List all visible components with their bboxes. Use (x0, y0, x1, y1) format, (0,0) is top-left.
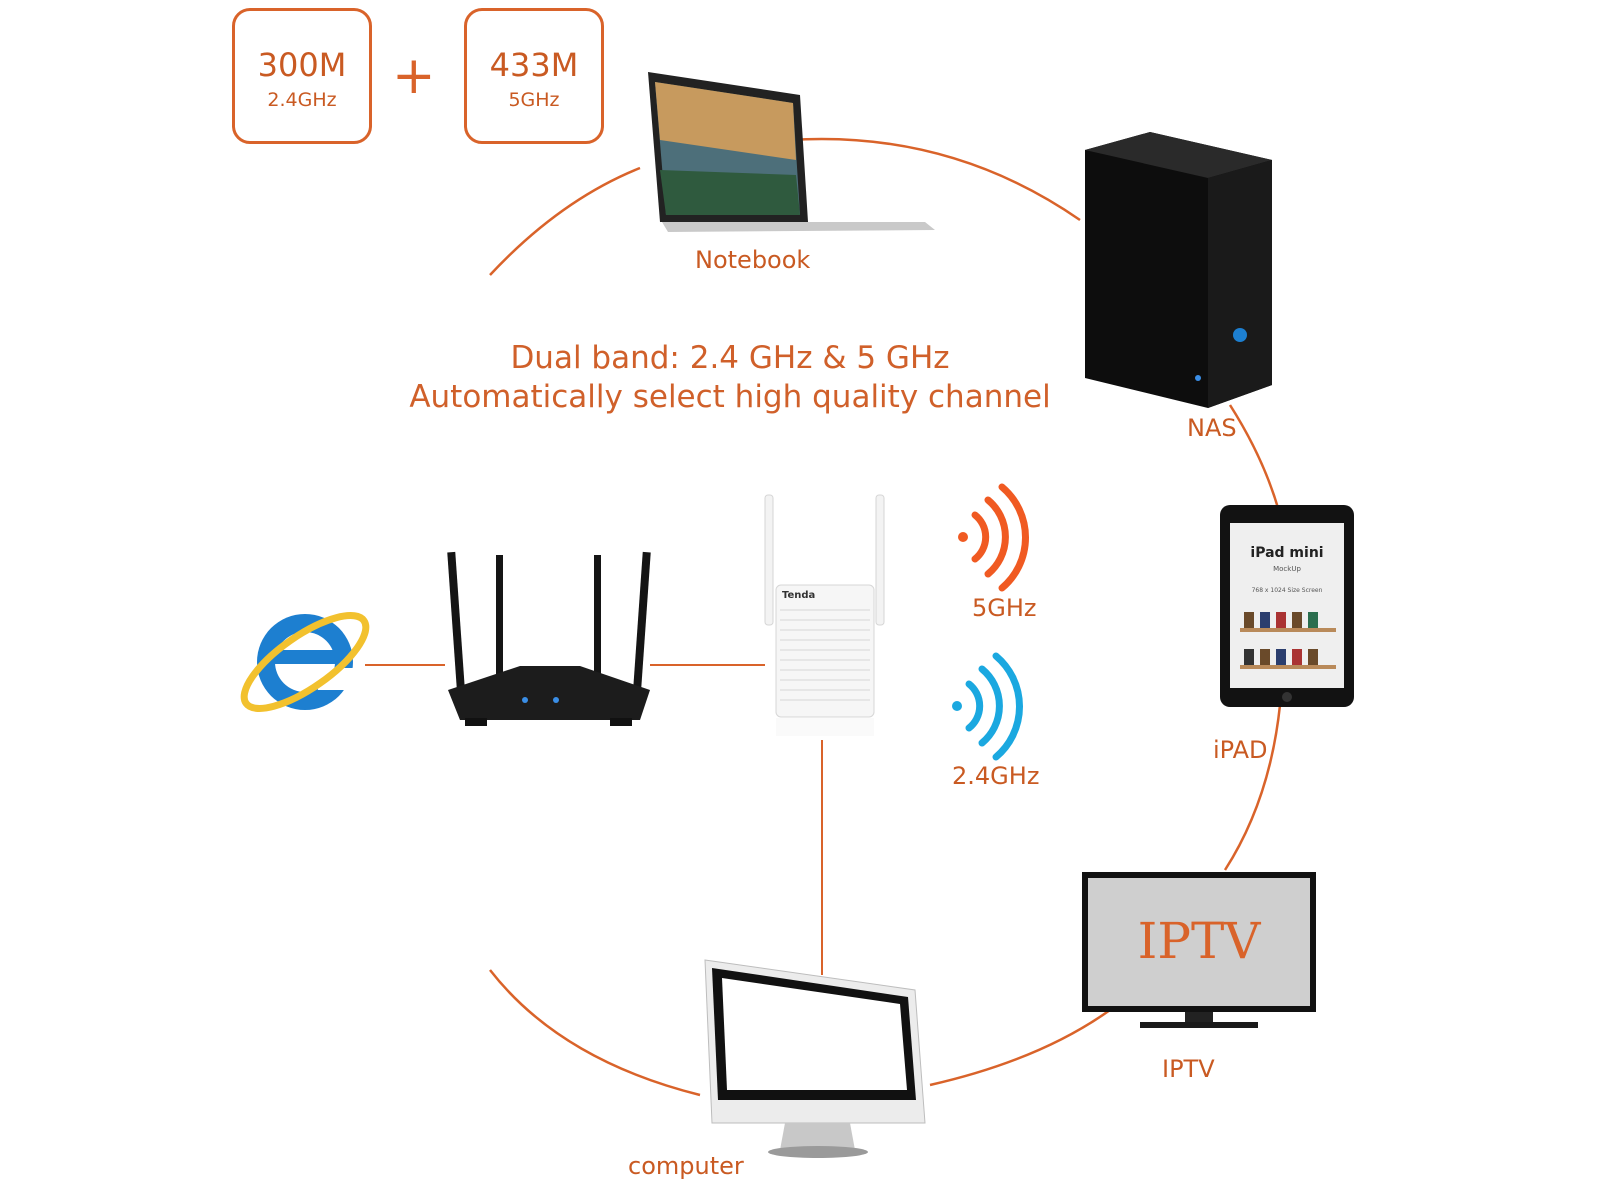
nas-label: NAS (1187, 414, 1237, 442)
tv-icon (1082, 872, 1316, 1028)
band-5ghz-label: 5GHz (972, 594, 1037, 622)
ipad-screen-title: iPad mini (1250, 545, 1324, 561)
router-icon (447, 551, 651, 726)
speed-box-5ghz: 433M 5GHz (464, 8, 604, 144)
links (365, 664, 823, 975)
extender-brand: Tenda (782, 590, 816, 601)
speed-5ghz-band: 5GHz (508, 89, 560, 111)
ipad-label: iPAD (1213, 736, 1268, 764)
ipad-icon (1220, 505, 1354, 707)
speed-5ghz-rate: 433M (489, 46, 579, 84)
tv-screen-text: IPTV (1137, 912, 1261, 970)
speed-24ghz-rate: 300M (257, 46, 347, 84)
iptv-label: IPTV (1162, 1055, 1215, 1083)
band-24ghz-label: 2.4GHz (952, 762, 1040, 790)
wifi-5ghz-icon (958, 483, 1029, 592)
notebook-label: Notebook (695, 246, 811, 274)
connection-ring (489, 137, 1282, 1097)
internet-icon (240, 612, 370, 712)
plus-sign: + (392, 46, 436, 106)
extender-icon (764, 494, 885, 736)
computer-label: computer (628, 1152, 744, 1180)
wifi-24ghz-icon (952, 652, 1023, 761)
speed-24ghz-band: 2.4GHz (267, 89, 337, 111)
notebook-icon (648, 72, 935, 232)
ipad-screen-sub2: 768 x 1024 Size Screen (1251, 587, 1323, 594)
monitor-icon (704, 959, 926, 1158)
headline-line-1: Dual band: 2.4 GHz & 5 GHz (510, 340, 950, 376)
speed-box-24ghz: 300M 2.4GHz (232, 8, 372, 144)
ipad-screen-sub1: MockUp (1273, 565, 1301, 573)
nas-icon (1085, 132, 1272, 408)
headline-line-2: Automatically select high quality channe… (409, 379, 1051, 415)
